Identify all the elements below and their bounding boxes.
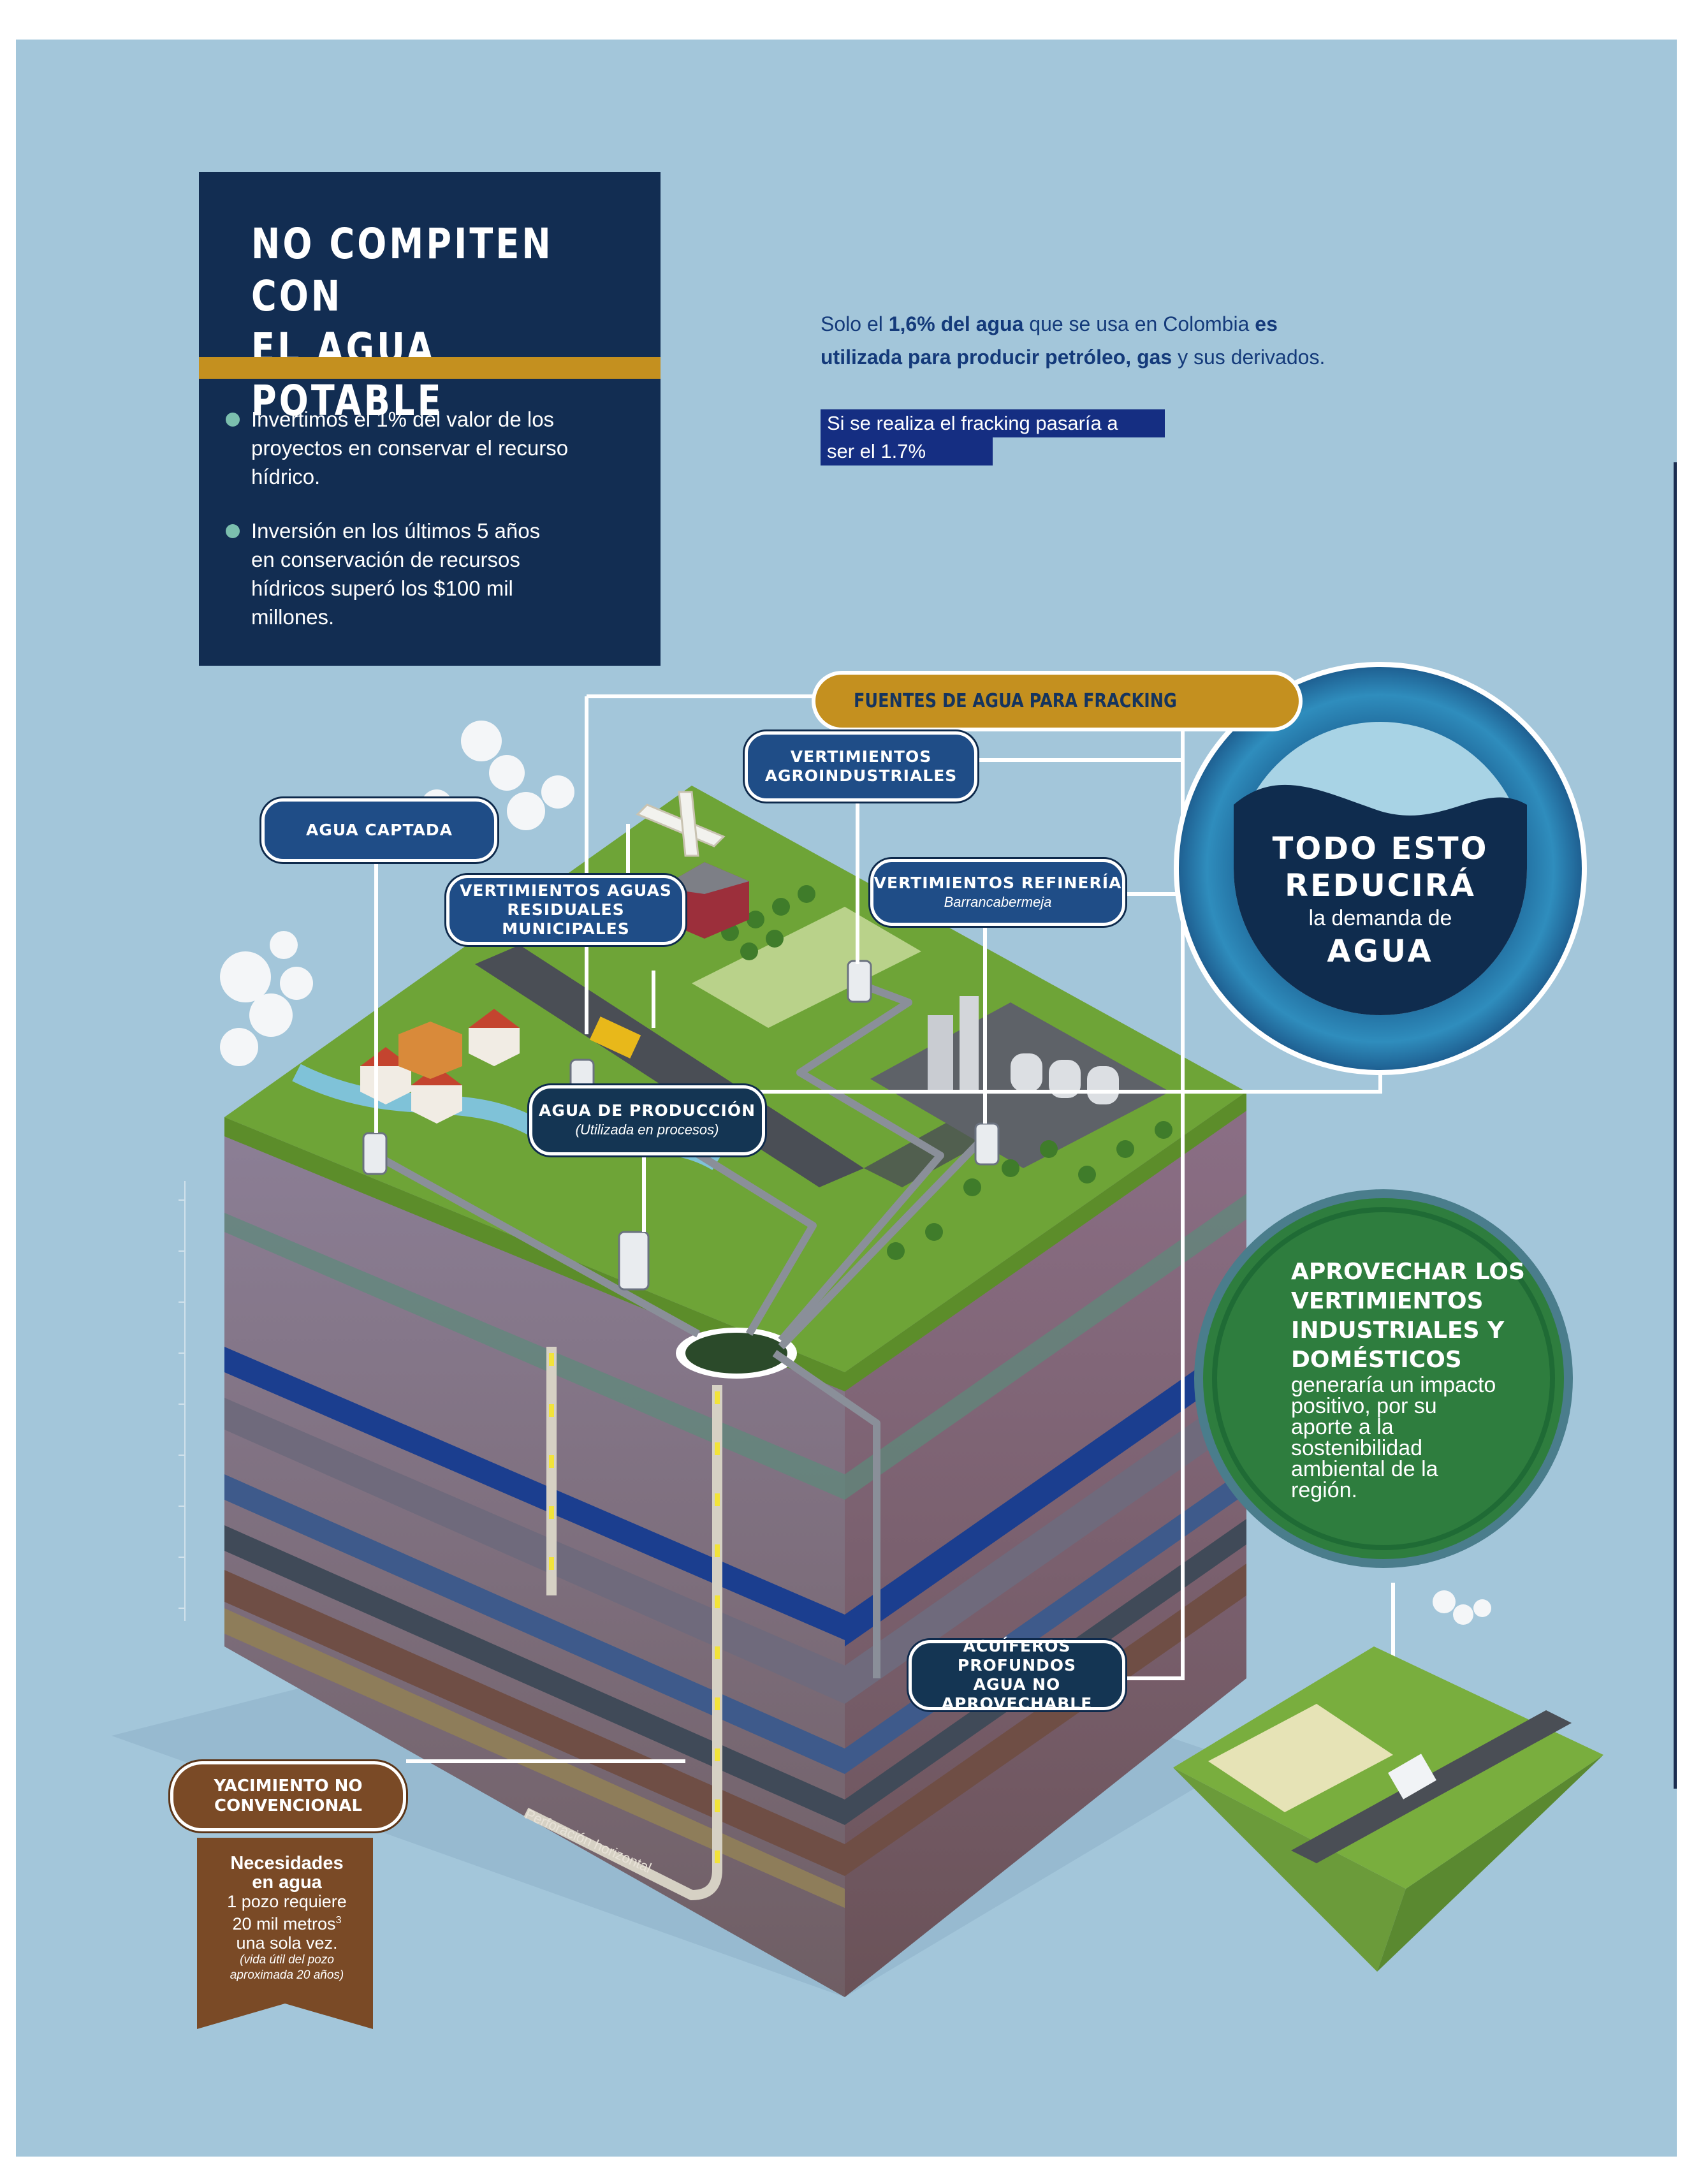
stat-text: utilizada para producir petróleo, gas: [821, 346, 1172, 369]
sources-heading: FUENTES DE AGUA PARA FRACKING: [812, 671, 1303, 731]
bullet-text: en conservación de recursos: [251, 548, 520, 571]
fracking-note-line: Si se realiza el fracking pasaría a: [821, 409, 1165, 437]
impact-heading: APROVECHAR LOS: [1291, 1259, 1525, 1285]
water-tanks: [362, 960, 1000, 1291]
terrain-top-surface: [224, 786, 1246, 1372]
label-subtext: Barrancabermeja: [944, 893, 1052, 910]
water-needs-line: 20 mil metros: [232, 1914, 336, 1933]
water-needs-line: una sola vez.: [236, 1933, 338, 1953]
bullet-text: Inversión en los últimos 5 años: [251, 519, 541, 543]
impact-body: aporte a la: [1291, 1415, 1394, 1439]
label-text: RESIDUALES MUNICIPALES: [502, 900, 630, 938]
village-houses: [360, 1009, 520, 1124]
page-title: NO COMPITEN CON EL AGUA POTABLE: [251, 218, 565, 427]
impact-body: generaría un impacto: [1291, 1373, 1496, 1397]
title-line-1: NO COMPITEN CON: [251, 219, 553, 321]
bullet-text: millones.: [251, 605, 335, 629]
label-text: AGUA NO APROVECHABLE: [941, 1675, 1093, 1713]
water-needs-line: 1 pozo requiere: [227, 1892, 347, 1911]
water-needs-text: Necesidades en agua 1 pozo requiere 20 m…: [194, 1854, 379, 1983]
impact-body: sostenibilidad: [1291, 1436, 1423, 1460]
bullet-text: Invertimos el 1% del valor de los: [251, 407, 555, 431]
water-needs-heading: en agua: [252, 1872, 322, 1893]
fracking-note-line: ser el 1.7%: [821, 437, 993, 465]
label-text: ACUÍFEROS PROFUNDOS: [957, 1637, 1077, 1675]
label-subtext: (Utilizada en procesos): [575, 1122, 719, 1138]
impact-heading: INDUSTRIALES Y: [1291, 1317, 1505, 1344]
bullet-text: proyectos en conservar el recurso: [251, 436, 569, 460]
title-box: NO COMPITEN CON EL AGUA POTABLE Invertim…: [199, 172, 661, 666]
impact-text: APROVECHAR LOS VERTIMIENTOS INDUSTRIALES…: [1291, 1257, 1540, 1501]
impact-body: ambiental de la: [1291, 1457, 1438, 1481]
label-vertimientos-agroindustriales: VERTIMIENTOS AGROINDUSTRIALES: [745, 731, 977, 802]
road: [475, 945, 864, 1187]
label-text: VERTIMIENTOS: [790, 747, 932, 766]
label-vertimientos-refineria: VERTIMIENTOS REFINERÍA Barrancabermeja: [870, 859, 1125, 926]
superscript: 3: [335, 1915, 342, 1926]
label-text: CONVENCIONAL: [214, 1796, 362, 1815]
fracking-note: Si se realiza el fracking pasaría a ser …: [821, 409, 1178, 468]
label-text: VERTIMIENTOS REFINERÍA: [873, 873, 1122, 892]
reduction-line: TODO ESTO: [1272, 831, 1489, 867]
sources-heading-text: FUENTES DE AGUA PARA FRACKING: [854, 690, 1177, 712]
reduction-line: AGUA: [1327, 934, 1434, 969]
water-needs-heading: Necesidades: [230, 1853, 344, 1873]
bullet-text: hídricos superó los $100 mil: [251, 576, 513, 600]
label-text: AGUA CAPTADA: [305, 821, 453, 839]
terrain-cube-illustration: [112, 662, 1603, 2029]
gold-divider: [199, 357, 661, 379]
crop-duster-plane: [636, 791, 726, 857]
label-acuiferos-profundos: ACUÍFEROS PROFUNDOS AGUA NO APROVECHABLE: [909, 1637, 1125, 1713]
label-text: YACIMIENTO NO: [214, 1777, 363, 1796]
bullet-dot-icon: [226, 524, 240, 538]
yacimiento-banner: [197, 1838, 373, 2029]
label-agua-produccion: AGUA DE PRODUCCIÓN (Utilizada en proceso…: [529, 1085, 765, 1155]
label-vertimientos-municipales: VERTIMIENTOS AGUAS RESIDUALES MUNICIPALE…: [446, 875, 685, 945]
label-text: VERTIMIENTOS AGUAS: [460, 881, 672, 900]
reduction-line: la demanda de: [1308, 906, 1452, 930]
label-text: AGROINDUSTRIALES: [764, 766, 958, 785]
bus: [589, 1016, 641, 1059]
label-agua-captada: AGUA CAPTADA: [261, 798, 497, 862]
bullet-dot-icon: [226, 413, 240, 427]
farmland: [692, 907, 921, 1028]
reduction-text: TODO ESTO REDUCIRÁ la demanda de AGUA: [1246, 830, 1514, 971]
page-edge-bar: [1674, 462, 1677, 1789]
impact-body: positivo, por su: [1291, 1394, 1437, 1418]
infographic-background: NO COMPITEN CON EL AGUA POTABLE Invertim…: [16, 40, 1677, 2157]
water-usage-stat: Solo el 1,6% del agua que se usa en Colo…: [821, 307, 1420, 374]
water-needs-note: (vida útil del pozo: [240, 1953, 334, 1967]
vertical-wells: [523, 1347, 722, 1901]
green-impact-circle: [1199, 1194, 1568, 1564]
orchard-trees: [721, 885, 1172, 1260]
floating-island: [1173, 1646, 1603, 1972]
stat-text: es: [1255, 312, 1278, 335]
impact-heading: DOMÉSTICOS: [1291, 1347, 1462, 1373]
water-needs-note: aproximada 20 años): [230, 1968, 344, 1982]
impact-heading: VERTIMIENTOS: [1291, 1288, 1484, 1314]
label-text: AGUA DE PRODUCCIÓN: [538, 1101, 756, 1120]
stat-percent: 1,6% del agua: [888, 312, 1024, 335]
bullet-investment-2: Inversión en los últimos 5 años en conse…: [226, 517, 608, 631]
reduction-line: REDUCIRÁ: [1285, 868, 1476, 904]
yacimiento-pill: YACIMIENTO NO CONVENCIONAL: [170, 1761, 406, 1831]
bullet-text: hídrico.: [251, 465, 321, 488]
impact-body: región.: [1291, 1478, 1357, 1502]
stat-text: Solo el: [821, 312, 889, 335]
stat-text: que se usa en Colombia: [1023, 312, 1255, 335]
bullet-investment-1: Invertimos el 1% del valor de los proyec…: [226, 405, 608, 491]
stat-text: y sus derivados.: [1172, 346, 1325, 369]
